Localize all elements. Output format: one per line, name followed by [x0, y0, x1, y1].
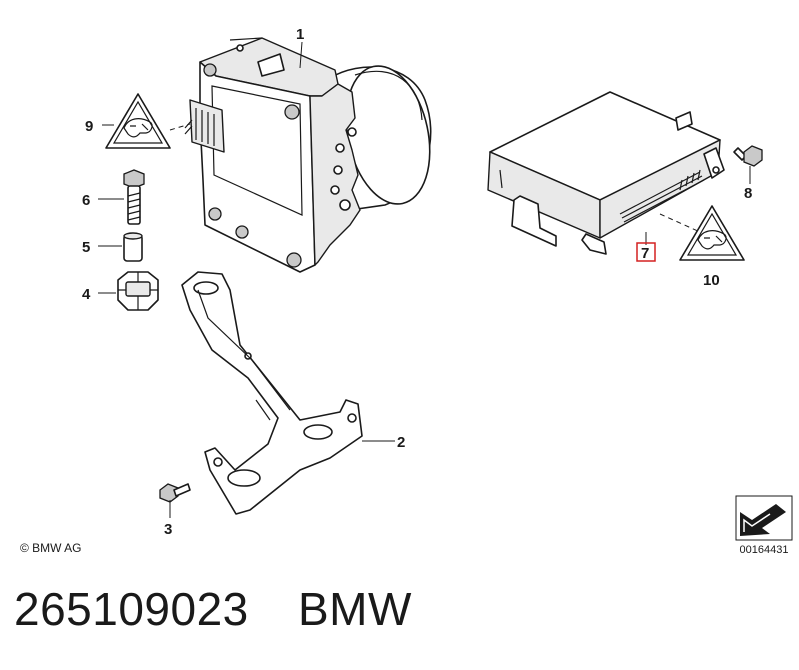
callout-1: 1 — [296, 26, 304, 43]
callout-3: 3 — [164, 521, 172, 538]
callout-2: 2 — [397, 434, 405, 451]
bolt-6 — [123, 169, 145, 225]
bolt-8 — [733, 145, 763, 167]
control-unit-7 — [487, 91, 725, 255]
warning-label-10 — [679, 205, 745, 261]
callout-7-highlight-box — [636, 242, 656, 262]
callout-5: 5 — [82, 239, 90, 256]
warning-label-9 — [105, 93, 171, 149]
footer-brand: BMW — [298, 583, 412, 635]
bracket-2 — [181, 271, 363, 515]
callout-4: 4 — [82, 286, 91, 303]
rubber-mount-4 — [117, 271, 159, 311]
callout-6: 6 — [82, 192, 90, 209]
footer-part-number: 265109023 — [14, 583, 249, 635]
diagram-number: 00164431 — [739, 544, 789, 556]
callout-10: 10 — [703, 272, 720, 289]
sleeve-5 — [123, 232, 143, 262]
callout-9: 9 — [85, 118, 93, 135]
diagram-reference-icon — [735, 495, 793, 541]
callout-7: 7 — [641, 245, 649, 262]
copyright-label: © BMW AG — [20, 541, 82, 555]
screw-3 — [159, 483, 191, 503]
abs-hydraulic-unit — [184, 37, 432, 273]
callout-8: 8 — [744, 185, 752, 202]
